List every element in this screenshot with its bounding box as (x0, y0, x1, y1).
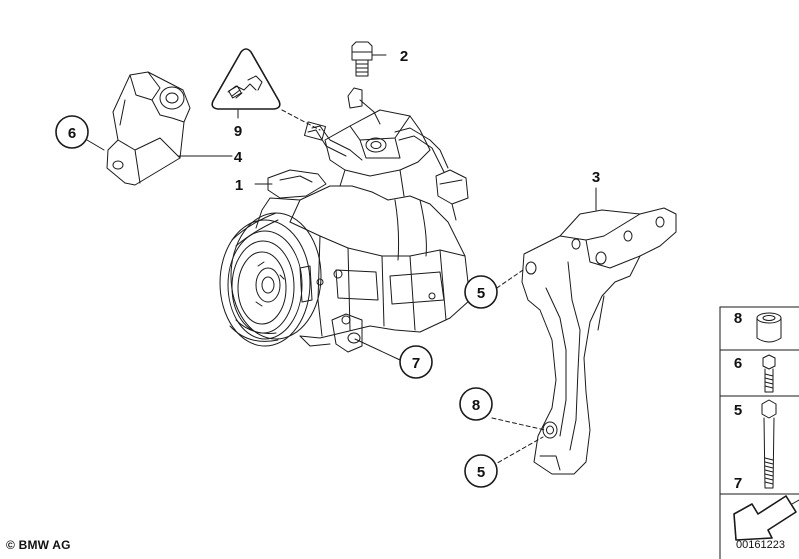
legend-num-hex-bolt: 6 (734, 355, 742, 372)
callout-9: 9 (234, 123, 242, 140)
hex-bolt-drawing (762, 354, 776, 393)
legend-num-sleeve: 8 (734, 310, 742, 327)
support-bracket-drawing (521, 207, 677, 475)
compressor-drawing (219, 87, 471, 353)
callout-7: 7 (412, 355, 420, 372)
copyright-text: © BMW AG (6, 538, 71, 552)
hardware-legend (719, 306, 799, 559)
callout-6-circle (55, 115, 89, 149)
callout-5-top: 5 (477, 285, 485, 302)
legend-num-long-bolt-2: 7 (734, 475, 742, 492)
document-number: 00161223 (736, 539, 785, 551)
leader-lines (86, 54, 597, 467)
arrow-icon (733, 495, 799, 541)
callout-5-bottom: 5 (477, 464, 485, 481)
callout-5-circle-top (464, 275, 498, 309)
warning-label-drawing (211, 48, 281, 110)
legend-num-long-bolt: 5 (734, 402, 742, 419)
callout-1: 1 (235, 177, 243, 194)
callout-4: 4 (234, 149, 243, 166)
sleeve-drawing (756, 312, 782, 343)
hex-bolt-long-drawing (761, 399, 777, 489)
callout-3: 3 (592, 169, 600, 186)
mounting-bracket-drawing (106, 71, 191, 186)
callout-8-circle (459, 387, 493, 421)
callout-2: 2 (400, 48, 408, 65)
callout-7-circle (399, 345, 433, 379)
callout-8: 8 (472, 397, 480, 414)
callout-5-circle-bottom (464, 454, 498, 488)
callout-6: 6 (68, 125, 76, 142)
valve-fitting-drawing (351, 41, 373, 77)
